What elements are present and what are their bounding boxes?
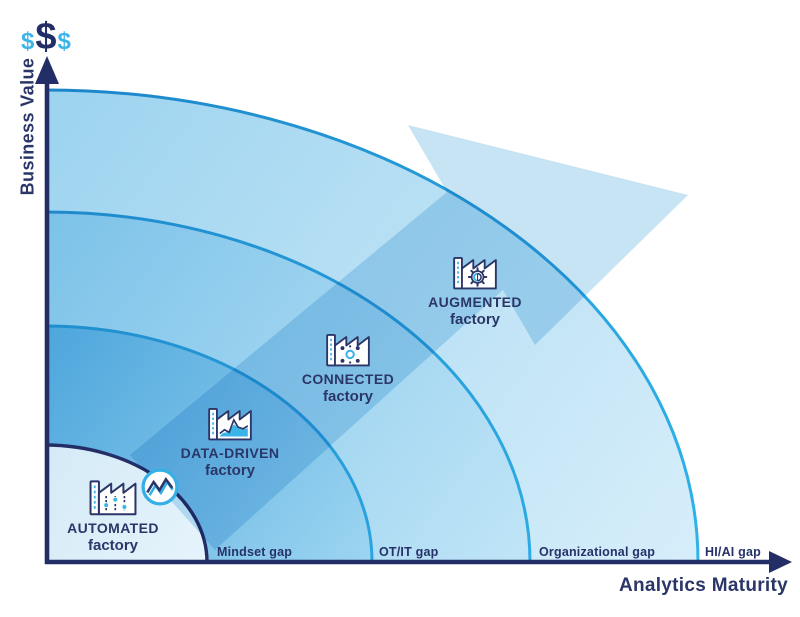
stage-name: AUGMENTED	[428, 294, 522, 310]
stage-name: CONNECTED	[301, 371, 395, 387]
x-axis	[45, 551, 792, 573]
factory-automation-sliders-icon	[89, 480, 137, 516]
x-axis-arrowhead-icon	[769, 551, 792, 573]
gap-label-mindset: Mindset gap	[217, 545, 293, 559]
y-axis-arrowhead-icon	[35, 56, 59, 84]
stage-name: DATA-DRIVEN	[180, 445, 280, 461]
stage-automated: AUTOMATED factory	[28, 475, 198, 554]
trend-wave-icon	[141, 468, 179, 506]
dollar-icon: $	[35, 16, 57, 58]
y-axis	[35, 56, 59, 564]
stage-sub: factory	[87, 536, 139, 554]
gap-label-organizational: Organizational gap	[539, 545, 656, 559]
dollar-icon: $	[21, 28, 35, 55]
stage-name: AUTOMATED	[67, 520, 159, 536]
stage-data-driven: DATA-DRIVEN factory	[145, 403, 315, 479]
business-value-dollars: $ $ $	[21, 18, 71, 56]
x-axis-label: Analytics Maturity	[618, 575, 788, 596]
dollar-icon: $	[57, 28, 71, 55]
stage-augmented: AUGMENTED factory	[390, 252, 560, 328]
stage-sub: factory	[322, 387, 374, 405]
stage-sub: factory	[204, 461, 256, 479]
growth-arrow	[130, 125, 688, 550]
stage-sub: factory	[449, 310, 501, 328]
y-axis-label: Business Value	[17, 57, 38, 196]
gap-label-ot-it: OT/IT gap	[379, 545, 439, 559]
stage-connected: CONNECTED factory	[263, 329, 433, 405]
factory-network-icon	[326, 334, 370, 367]
gap-label-hi-ai: HI/AI gap	[705, 545, 761, 559]
factory-ai-gear-icon	[453, 257, 497, 290]
factory-data-chart-icon	[208, 408, 252, 441]
